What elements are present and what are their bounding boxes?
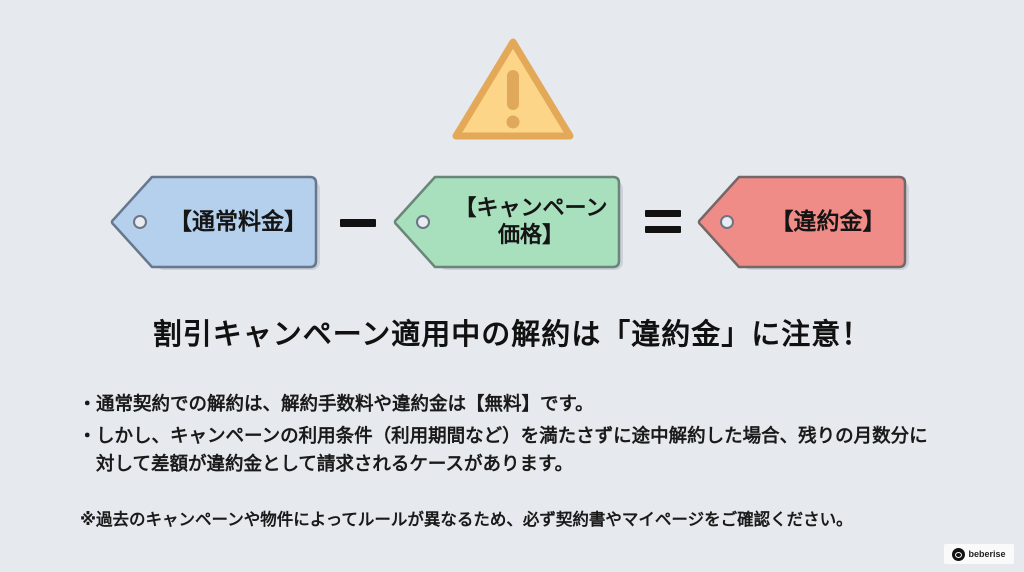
bullet-marker: ・ (78, 426, 97, 447)
price-tag-campaign-price: 【キャンペーン価格】 (393, 175, 623, 270)
tag-label-normal-fee: 【通常料金】 (169, 208, 307, 235)
equals-operator-bottom-bar (645, 226, 681, 233)
bullet-item: ・ しかし、キャンペーンの利用条件（利用期間など）を満たさずに途中解約した場合、… (78, 423, 958, 479)
tag-label-penalty: 【違約金】 (770, 208, 886, 235)
minus-operator (340, 219, 376, 227)
beberise-logo-icon (952, 547, 966, 561)
bullet-text: しかし、キャンペーンの利用条件（利用期間など）を満たさずに途中解約した場合、残り… (96, 426, 928, 475)
logo-text: beberise (968, 549, 1006, 559)
price-tag-normal-fee: 【通常料金】 (110, 175, 320, 270)
tag-label-line1: 【キャンペーン (454, 196, 608, 222)
bullet-item: ・ 通常契約での解約は、解約手数料や違約金は【無料】です。 (78, 391, 978, 419)
disclaimer-note: ※過去のキャンペーンや物件によってルールが異なるため、必ず契約書やマイページをご… (80, 510, 853, 529)
price-tag-penalty: 【違約金】 (697, 175, 909, 270)
bullet-marker: ・ (78, 394, 97, 415)
tag-label-line2: 価格】 (497, 222, 564, 248)
brand-logo: beberise (944, 544, 1014, 564)
warning-triangle-icon (450, 36, 576, 144)
bullet-text: 通常契約での解約は、解約手数料や違約金は【無料】です。 (96, 394, 594, 415)
equals-operator-top-bar (645, 210, 681, 217)
headline: 割引キャンペーン適用中の解約は「違約金」に注意！ (152, 317, 872, 351)
bullet-list: ・ 通常契約での解約は、解約手数料や違約金は【無料】です。 ・ しかし、キャンペ… (78, 391, 978, 483)
tag-label-campaign-price: 【キャンペーン価格】 (441, 175, 621, 270)
